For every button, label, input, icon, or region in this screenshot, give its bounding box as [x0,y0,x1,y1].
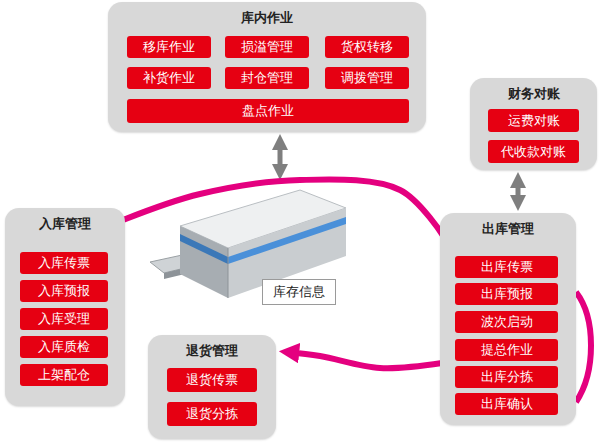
process-box: 盘点作业 [127,99,409,123]
process-box: 提总作业 [455,339,558,361]
flow-arrow [287,352,442,368]
box-label: 损溢管理 [241,38,293,56]
group-panel: 出库管理出库传票出库预报波次启动提总作业出库分拣出库确认 [440,213,576,425]
group-panel: 入库管理入库传票入库预报入库受理入库质检上架配仓 [5,208,125,406]
box-label: 波次启动 [481,313,533,331]
double-arrow [516,180,521,203]
process-box: 补货作业 [127,67,211,89]
process-box: 出库确认 [455,393,558,415]
box-label: 运费对账 [508,112,560,130]
panel-heading: 退货管理 [148,335,276,360]
group-panel: 库内作业移库作业 损溢管理 货权转移补货作业 封仓管理 调拨管理盘点作业 [108,2,426,132]
box-label: 入库预报 [38,282,90,300]
box-label: 退货传票 [186,371,238,389]
box-label: 代收款对账 [501,143,566,161]
process-box: 出库传票 [455,256,558,278]
process-box: 运费对账 [488,109,579,132]
box-label: 封仓管理 [241,69,293,87]
process-box: 入库质检 [20,336,108,358]
panel-heading: 库内作业 [108,2,426,27]
box-label: 出库传票 [481,258,533,276]
box-label: 入库受理 [38,310,90,328]
box-label: 出库预报 [481,285,533,303]
box-label: 提总作业 [481,341,533,359]
process-box: 封仓管理 [225,67,309,89]
process-box: 入库预报 [20,280,108,302]
process-box: 移库作业 [127,36,211,58]
process-box: 货权转移 [325,36,409,58]
process-box: 上架配仓 [20,364,108,386]
box-label: 补货作业 [143,69,195,87]
box-label: 退货分拣 [186,405,238,423]
group-panel: 财务对账运费对账代收款对账 [470,78,597,170]
process-box: 出库分拣 [455,366,558,388]
box-label: 入库质检 [38,338,90,356]
process-box: 退货传票 [167,368,257,392]
process-box: 代收款对账 [488,140,579,163]
process-box: 出库预报 [455,283,558,305]
process-box: 调拨管理 [325,67,409,89]
box-label: 移库作业 [143,38,195,56]
building-corner [228,248,229,298]
box-label: 出库分拣 [481,368,533,386]
panel-heading: 财务对账 [470,78,597,103]
process-box: 退货分拣 [167,402,257,426]
box-label: 出库确认 [481,395,533,413]
process-box: 入库受理 [20,308,108,330]
window-band [228,217,346,264]
box-label: 盘点作业 [242,102,294,120]
process-box: 波次启动 [455,311,558,333]
process-box: 损溢管理 [225,36,309,58]
double-arrow [278,142,283,172]
box-label: 上架配仓 [38,366,90,384]
group-panel: 退货管理退货传票退货分拣 [148,335,276,439]
box-label: 调拨管理 [341,69,393,87]
process-box: 入库传票 [20,252,108,274]
panel-heading: 入库管理 [5,208,125,233]
storage-label: 库存信息 [262,279,336,305]
panel-heading: 出库管理 [440,213,576,238]
box-label: 入库传票 [38,254,90,272]
box-label: 货权转移 [341,38,393,56]
building-side [180,226,228,298]
storage-node: 库存信息 [150,180,350,305]
window-band-side [180,234,228,264]
flow-loop-segment [576,292,591,402]
